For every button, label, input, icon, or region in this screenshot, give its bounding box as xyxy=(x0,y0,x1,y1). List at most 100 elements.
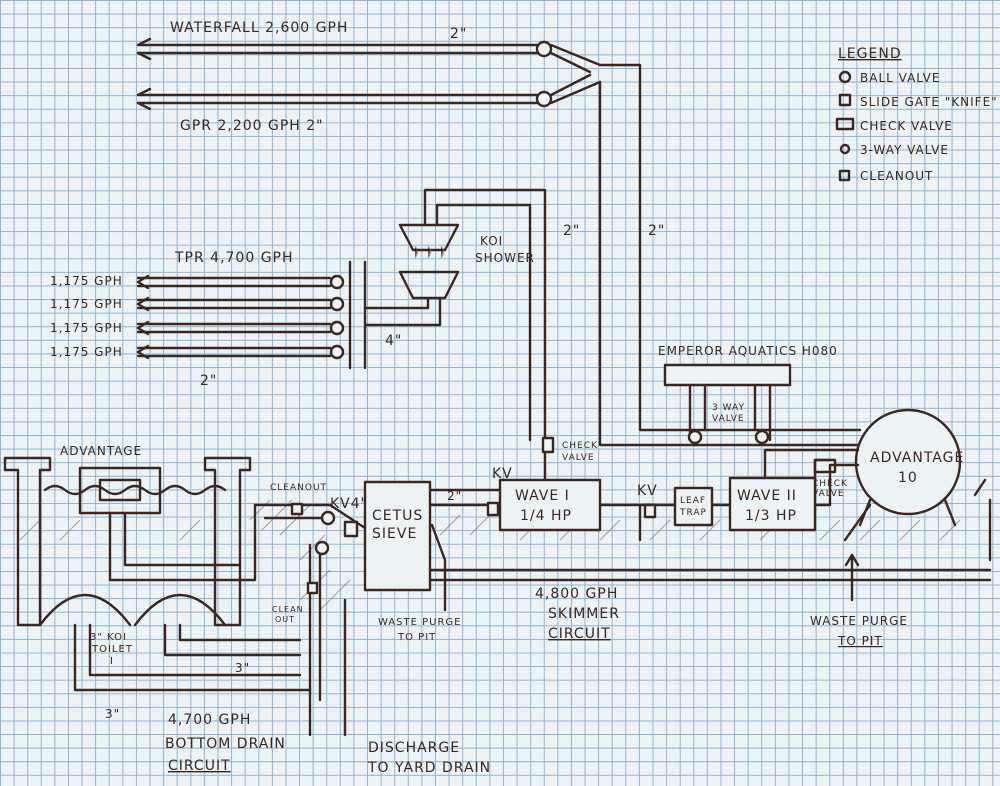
koi-toilet-label: TOILET xyxy=(91,644,133,655)
waterfall-label: WATERFALL 2,600 GPH xyxy=(170,20,348,36)
wave-2-label: WAVE II xyxy=(737,488,797,504)
waste-purge-right-label: TO PIT xyxy=(837,634,883,648)
advantage-10-label: ADVANTAGE xyxy=(870,450,964,466)
three-way-valve-icon[interactable] xyxy=(754,429,770,445)
tpr-outlet-1: 1,175 GPH xyxy=(50,274,123,288)
bottom-drain-gph: 4,700 GPH xyxy=(168,712,251,728)
koi-shower xyxy=(398,188,547,442)
waste-purge-right-arrows xyxy=(843,478,992,602)
gpr-label: GPR 2,200 GPH 2" xyxy=(180,118,324,134)
legend-item: CHECK VALVE xyxy=(860,119,953,133)
koi-shower-label-2: SHOWER xyxy=(475,251,535,265)
tpr-manifold xyxy=(136,260,442,370)
check-valve-icon[interactable] xyxy=(541,436,555,454)
ball-valve-icon[interactable] xyxy=(535,90,553,108)
legend-item: BALL VALVE xyxy=(860,71,940,85)
wave-2-hp: 1/3 HP xyxy=(745,508,797,524)
manifold-size: 4" xyxy=(385,333,402,349)
wave-1-hp: 1/4 HP xyxy=(520,508,572,524)
wave-2-pump xyxy=(728,476,817,532)
tpr-outlet-3: 1,175 GPH xyxy=(50,321,123,335)
knife-valve-icon[interactable] xyxy=(643,503,657,519)
ball-valve-icon[interactable] xyxy=(329,296,345,312)
tpr-outlet-4: 1,175 GPH xyxy=(50,345,123,359)
wave-1-pump xyxy=(498,478,602,532)
three-way-valve-icon xyxy=(839,143,851,155)
sieve-out-pipe-size: 2" xyxy=(447,489,462,503)
shower-pipe-size: 2" xyxy=(563,223,580,239)
return-pipe-size: 2" xyxy=(648,223,665,239)
advantage-left-label: ADVANTAGE xyxy=(60,444,142,458)
gpr-line xyxy=(136,73,602,111)
cleanout-label: CLEAN xyxy=(272,605,304,614)
three-way-valve-icon[interactable] xyxy=(687,429,703,445)
waste-purge-label: TO PIT xyxy=(397,632,436,643)
tpr-pipe-size: 2" xyxy=(200,373,217,389)
knife-valve-icon[interactable] xyxy=(343,520,359,538)
advantage-10-filter xyxy=(854,408,962,516)
cleanout-icon[interactable] xyxy=(306,581,319,595)
emperor-aquatics-uv xyxy=(663,363,792,445)
waste-purge-right-label: WASTE PURGE xyxy=(810,614,908,628)
advantage-10-label: 10 xyxy=(898,470,918,486)
ball-valve-icon xyxy=(838,70,852,84)
koi-toilet-label: 3" KOI xyxy=(90,632,127,643)
slide-gate-icon xyxy=(838,93,852,107)
wave2-outlet xyxy=(763,448,860,480)
koi-shower-label: KOI xyxy=(480,234,503,248)
bottom-drain-riser xyxy=(253,503,367,737)
kv-label: KV xyxy=(637,483,658,499)
cleanout-label: CLEANOUT xyxy=(270,483,327,493)
kv-label: KV xyxy=(492,466,513,482)
skimmer-label: SKIMMER xyxy=(548,606,620,622)
bottom-drain-label: CIRCUIT xyxy=(168,758,231,774)
ball-valve-icon[interactable] xyxy=(314,540,330,556)
legend-item: CLEANOUT xyxy=(860,169,933,183)
skimmer-gph: 4,800 GPH xyxy=(535,586,618,602)
knife-valve-icon[interactable] xyxy=(486,501,500,517)
check-valve-label: CHECK xyxy=(562,441,598,451)
ball-valve-icon[interactable] xyxy=(329,320,345,336)
waterfall-line xyxy=(136,37,602,74)
return-riser-pipe xyxy=(598,63,862,447)
kv4-label: KV4" xyxy=(330,496,368,512)
waterfall-pipe-size: 2" xyxy=(450,26,467,42)
pipe-size: 3" xyxy=(105,707,120,721)
bottom-drain-label: BOTTOM DRAIN xyxy=(165,736,286,752)
cleanout-icon xyxy=(838,169,851,182)
tpr-label: TPR 4,700 GPH xyxy=(174,250,294,266)
ball-valve-icon[interactable] xyxy=(329,274,345,290)
legend-title: LEGEND xyxy=(838,46,902,62)
advantage-skimmer xyxy=(78,466,162,515)
pond xyxy=(3,456,312,692)
ball-valve-icon[interactable] xyxy=(329,344,345,360)
wave-1-label: WAVE I xyxy=(515,488,570,504)
check-valve-label: VALVE xyxy=(812,489,845,499)
leaf-trap-label: LEAF xyxy=(680,496,706,506)
leaf-trap xyxy=(673,486,714,527)
leaf-trap-label: TRAP xyxy=(679,508,707,518)
cleanout-icon[interactable] xyxy=(290,502,304,516)
check-valve-label: VALVE xyxy=(562,453,595,463)
check-valve-icon xyxy=(835,117,855,131)
legend-item: 3-WAY VALVE xyxy=(860,143,949,157)
pipe-size: 3" xyxy=(235,661,250,675)
emperor-label: EMPEROR AQUATICS H080 xyxy=(658,344,838,358)
three-way-label: VALVE xyxy=(712,414,745,424)
three-way-label: 3 WAY xyxy=(712,403,745,413)
sieve-drain-pipes xyxy=(428,523,992,612)
waste-purge-label: WASTE PURGE xyxy=(378,617,462,628)
ground-hatch xyxy=(19,499,961,611)
ball-valve-icon[interactable] xyxy=(320,510,336,526)
koi-toilet-label: I xyxy=(110,656,114,667)
legend: LEGEND BALL VALVE SLIDE GATE "KNIFE" V C… xyxy=(835,46,1000,183)
discharge-label: DISCHARGE xyxy=(368,740,460,756)
skimmer-label: CIRCUIT xyxy=(548,626,611,642)
discharge-label: TO YARD DRAIN xyxy=(367,760,491,776)
cleanout-label: OUT xyxy=(275,615,295,624)
ball-valve-icon[interactable] xyxy=(535,40,553,58)
cetus-sieve xyxy=(363,480,432,592)
legend-item: SLIDE GATE "KNIFE" V xyxy=(860,95,1000,109)
cetus-label: CETUS xyxy=(372,508,423,524)
